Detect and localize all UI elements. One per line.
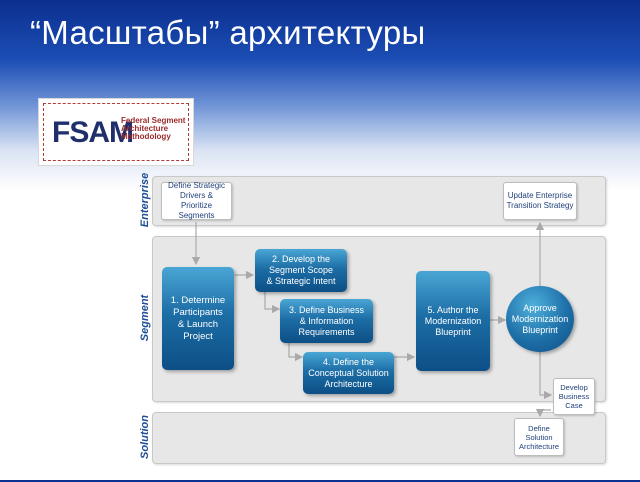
update-transition-strategy-box: Update Enterprise Transition Strategy — [503, 182, 577, 220]
logo-border — [43, 103, 189, 161]
slide-title: “Масштабы” архитектуры — [30, 14, 426, 51]
fsam-logo: FSAM Federal Segment Architecture Method… — [38, 98, 194, 166]
step1-determine-participants: 1. Determine Participants & Launch Proje… — [162, 267, 234, 370]
approve-modernization-blueprint: Approve Modernization Blueprint — [506, 286, 574, 352]
define-solution-architecture-box: Define Solution Architecture — [514, 418, 564, 456]
connector-case-to-solution — [535, 408, 551, 418]
connector-step2-to-step3 — [264, 291, 281, 314]
connector-step3-to-step4 — [288, 343, 304, 362]
connector-approve-to-case — [539, 352, 553, 400]
step4-define-conceptual-architecture: 4. Define the Conceptual Solution Archit… — [303, 352, 394, 394]
define-strategic-drivers-box: Define Strategic Drivers & Prioritize Se… — [161, 181, 232, 220]
step3-define-business-requirements: 3. Define Business & Information Require… — [280, 299, 373, 343]
develop-business-case-box: Develop Business Case — [553, 378, 595, 415]
logo-mark: FSAM — [52, 116, 134, 149]
step5-author-modernization-blueprint: 5. Author the Modernization Blueprint — [416, 271, 490, 371]
step2-develop-segment-scope: 2. Develop the Segment Scope & Strategic… — [255, 249, 347, 292]
logo-full-name: Federal Segment Architecture Methodology — [121, 116, 186, 141]
